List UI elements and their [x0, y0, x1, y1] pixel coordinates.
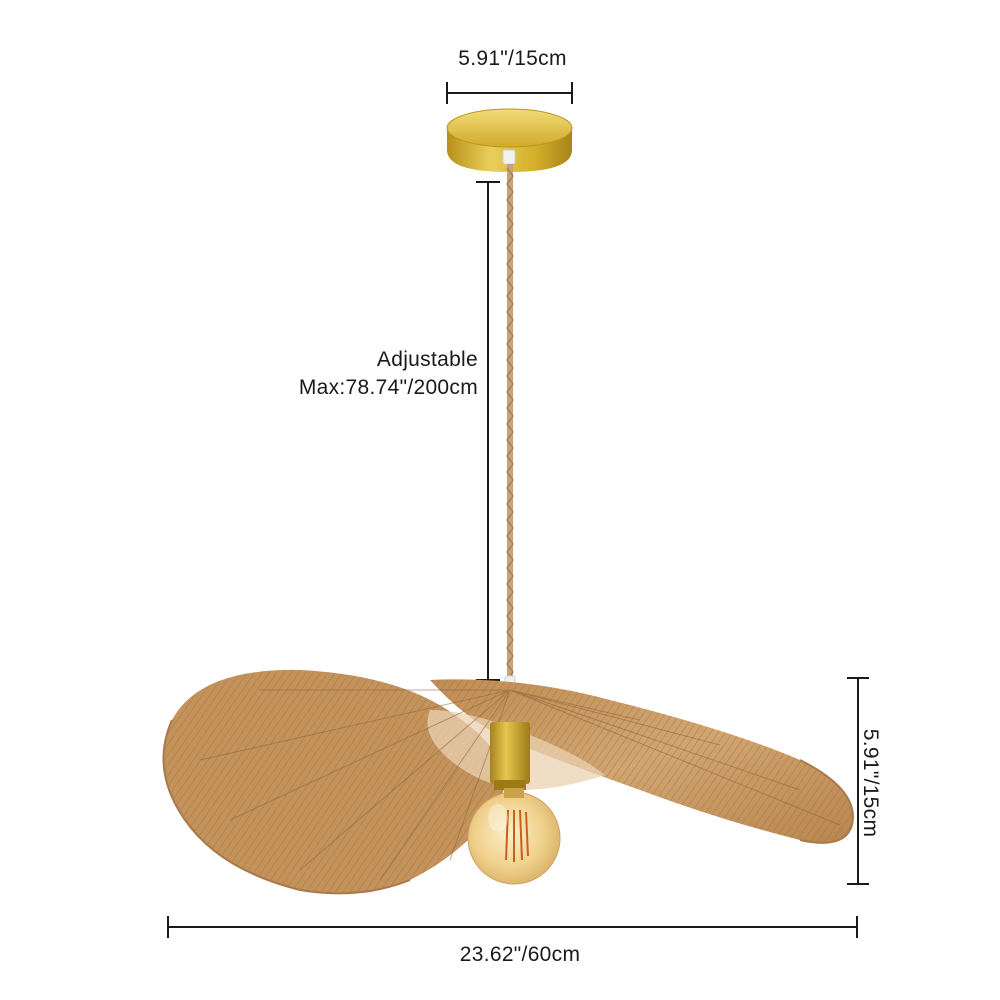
cord-length-label: Adjustable Max:78.74"/200cm — [299, 346, 478, 402]
shade-height-label: 5.91"/15cm — [859, 728, 882, 838]
cord-length-line1: Adjustable — [376, 348, 478, 371]
gold-socket — [490, 722, 530, 790]
bottom-dimension-line — [167, 916, 858, 938]
top-dimension-line — [446, 82, 573, 104]
canopy-width-label: 5.91"/15cm — [458, 47, 567, 70]
height-dimension-line — [847, 677, 869, 885]
cord-dimension-line — [476, 181, 500, 681]
globe-bulb-icon — [467, 788, 561, 885]
twisted-cord — [504, 164, 516, 689]
shade-width-label: 23.62"/60cm — [459, 943, 581, 966]
gold-canopy — [446, 108, 573, 172]
cord-length-line2: Max:78.74"/200cm — [298, 376, 478, 399]
